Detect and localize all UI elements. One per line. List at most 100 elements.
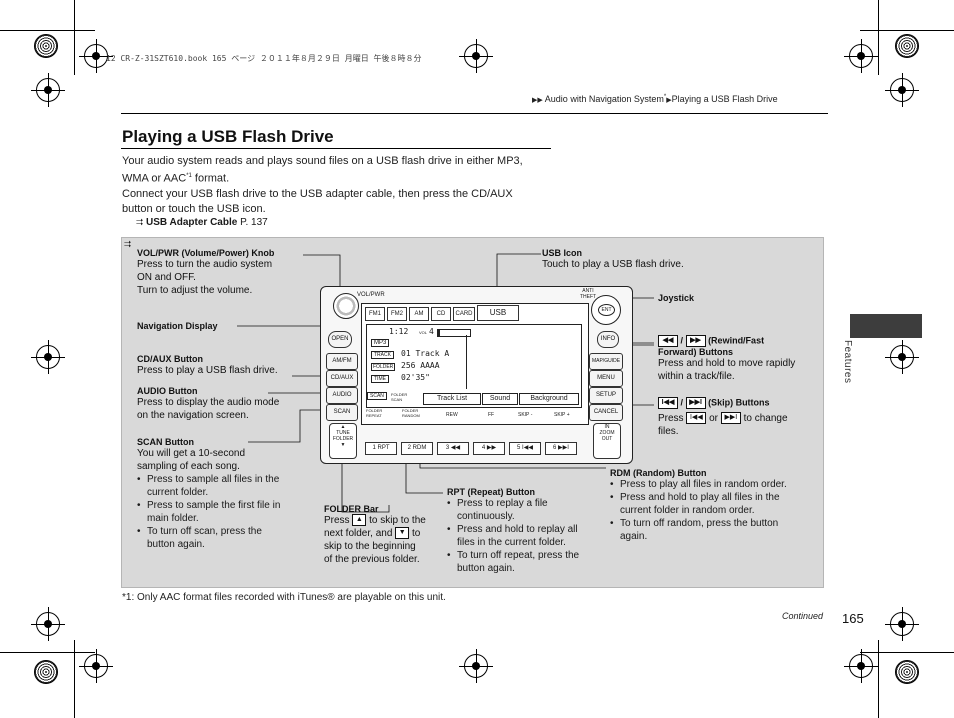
tab-fm2[interactable]: FM2 [387,307,407,321]
disp-mp3: MP3 [371,339,390,347]
fast-forward-icon: ▶▶ [685,335,706,347]
callout-title: Forward) Buttons [658,347,733,357]
intro-text: Your audio system reads and plays sound … [122,154,562,217]
zoom-in-label: IN [604,424,610,430]
map-guide-button[interactable]: MAP/GUIDE [589,353,623,370]
disp-folder: 256 AAAA [401,361,440,370]
skip-forward-icon: ▶▶I [720,412,741,425]
intro-line: Your audio system reads and plays sound … [122,155,523,167]
tab-fm1[interactable]: FM1 [365,307,385,321]
callout-joystick: Joystick [658,293,695,303]
callout-rpt: RPT (Repeat) Button Press to replay a fi… [447,487,607,575]
tune-folder-bar[interactable]: ▲ TUNE FOLDER ▼ [329,423,357,459]
registration-target-icon [895,660,919,684]
skip-minus-indicator: SKIP - [518,412,533,418]
callout-cd-aux: CD/AUX Button Press to play a USB flash … [137,354,297,377]
folder-down-icon: ▼ [395,527,410,540]
intro-line: format. [191,172,230,185]
disp-vol-label: VOL [419,330,428,335]
callout-text: sampling of each song. [137,461,240,472]
ent-button[interactable]: ENT [598,304,615,316]
callout-text: Press to display the audio mode [137,397,280,408]
bullet-list: Press to play all files in random order.… [610,478,815,543]
callout-title: RDM (Random) Button [610,468,707,478]
folder-repeat-indicator: FOLDER REPEAT [366,408,383,418]
registration-mark-icon [31,73,65,107]
preset-1-rpt-button[interactable]: 1 RPT [365,442,397,455]
callout-text: Press I◀◀ or ▶▶I to change [658,412,788,425]
disp-time: 1:12 [389,327,409,336]
bullet-list: Press to sample all files in thecurrent … [137,473,312,551]
skip-back-icon: I◀◀ [658,397,678,409]
registration-target-icon [895,34,919,58]
joystick[interactable]: ENT [591,295,621,325]
setup-button[interactable]: SETUP [589,387,623,404]
zoom-control[interactable]: IN ZOOM OUT [593,423,621,459]
callout-text: Press to turn the audio system [137,259,273,270]
cross-reference-link[interactable]: ⮆ USB Adapter Cable P. 137 [136,217,268,228]
folder-label: FOLDER [332,436,354,442]
callout-text: ON and OFF. [137,272,196,283]
scan-button[interactable]: SCAN [326,404,358,421]
footnote-ref: *1 [186,173,192,179]
menu-button[interactable]: MENU [589,370,623,387]
callout-title: RPT (Repeat) Button [447,487,535,497]
cancel-button[interactable]: CANCEL [589,404,623,421]
tab-cd[interactable]: CD [431,307,451,321]
disp-tracklist-button[interactable]: Track List [423,393,481,405]
page-title: Playing a USB Flash Drive [122,127,334,146]
breadcrumb-part-1: Audio with Navigation System [544,94,664,104]
callout-text: of the previous folder. [324,554,420,565]
breadcrumb: ▶▶ Audio with Navigation System*▶Playing… [532,94,778,104]
audio-button[interactable]: AUDIO [326,387,358,404]
open-button[interactable]: OPEN [328,331,352,348]
preset-4-ff-button[interactable]: 4 ▶▶ [473,442,505,455]
breadcrumb-arrow-icon: ▶ [666,97,672,104]
tab-am[interactable]: AM [409,307,429,321]
preset-5-skip-back-button[interactable]: 5 I◀◀ [509,442,541,455]
disp-folder-label: FOLDER [371,363,396,371]
display-inner: 1:12 VOL 4 MP3 TRACK 01 Track A FOLDER 2… [366,324,582,408]
footnote: *1: Only AAC format files recorded with … [122,592,446,603]
registration-mark-icon [844,39,878,73]
callout-title: USB Icon [542,248,583,258]
cd-aux-button[interactable]: CD/AUX [326,370,358,387]
preset-6-skip-fwd-button[interactable]: 6 ▶▶I [545,442,577,455]
callout-text: Press ▲ to skip to the [324,514,426,527]
callout-text: Press to play a USB flash drive. [137,365,278,376]
callout-text: within a track/file. [658,371,735,382]
registration-mark-icon [885,73,919,107]
callout-text: files. [658,426,679,437]
vol-pwr-knob[interactable] [333,293,359,319]
am-fm-button[interactable]: AM/FM [326,353,358,370]
info-button[interactable]: INFO [597,331,619,348]
registration-target-icon [34,660,58,684]
bullet-item: Press and hold to play all files in thec… [610,491,815,517]
disp-sound-button[interactable]: Sound [482,393,518,405]
intro-line: Connect your USB flash drive to the USB … [122,187,513,200]
skip-back-icon: I◀◀ [686,412,707,425]
callout-text: on the navigation screen. [137,410,249,421]
disp-track: 01 Track A [401,349,450,358]
registration-mark-icon [459,649,493,683]
tab-card[interactable]: CARD [453,307,475,321]
folder-scan-indicator: FOLDER SCAN [391,392,408,402]
disp-background-button[interactable]: Background [519,393,579,405]
callout-rdm: RDM (Random) Button Press to play all fi… [610,468,815,543]
registration-mark-icon [31,607,65,641]
preset-2-rdm-button[interactable]: 2 RDM [401,442,433,455]
anti-theft-label: ANTI THEFT [579,288,597,300]
bullet-item: Press to sample all files in thecurrent … [137,473,312,499]
continued-label: Continued [782,611,824,621]
xref-arrow-icon: ⮆ [136,217,144,227]
section-tab-label: Features [842,340,853,384]
callout-title: FOLDER Bar [324,504,379,514]
usb-icon[interactable]: USB [477,305,519,321]
preset-3-rew-button[interactable]: 3 ◀◀ [437,442,469,455]
vol-pwr-label: VOL/PWR [357,292,385,298]
folder-down-icon: ▼ [340,442,346,448]
